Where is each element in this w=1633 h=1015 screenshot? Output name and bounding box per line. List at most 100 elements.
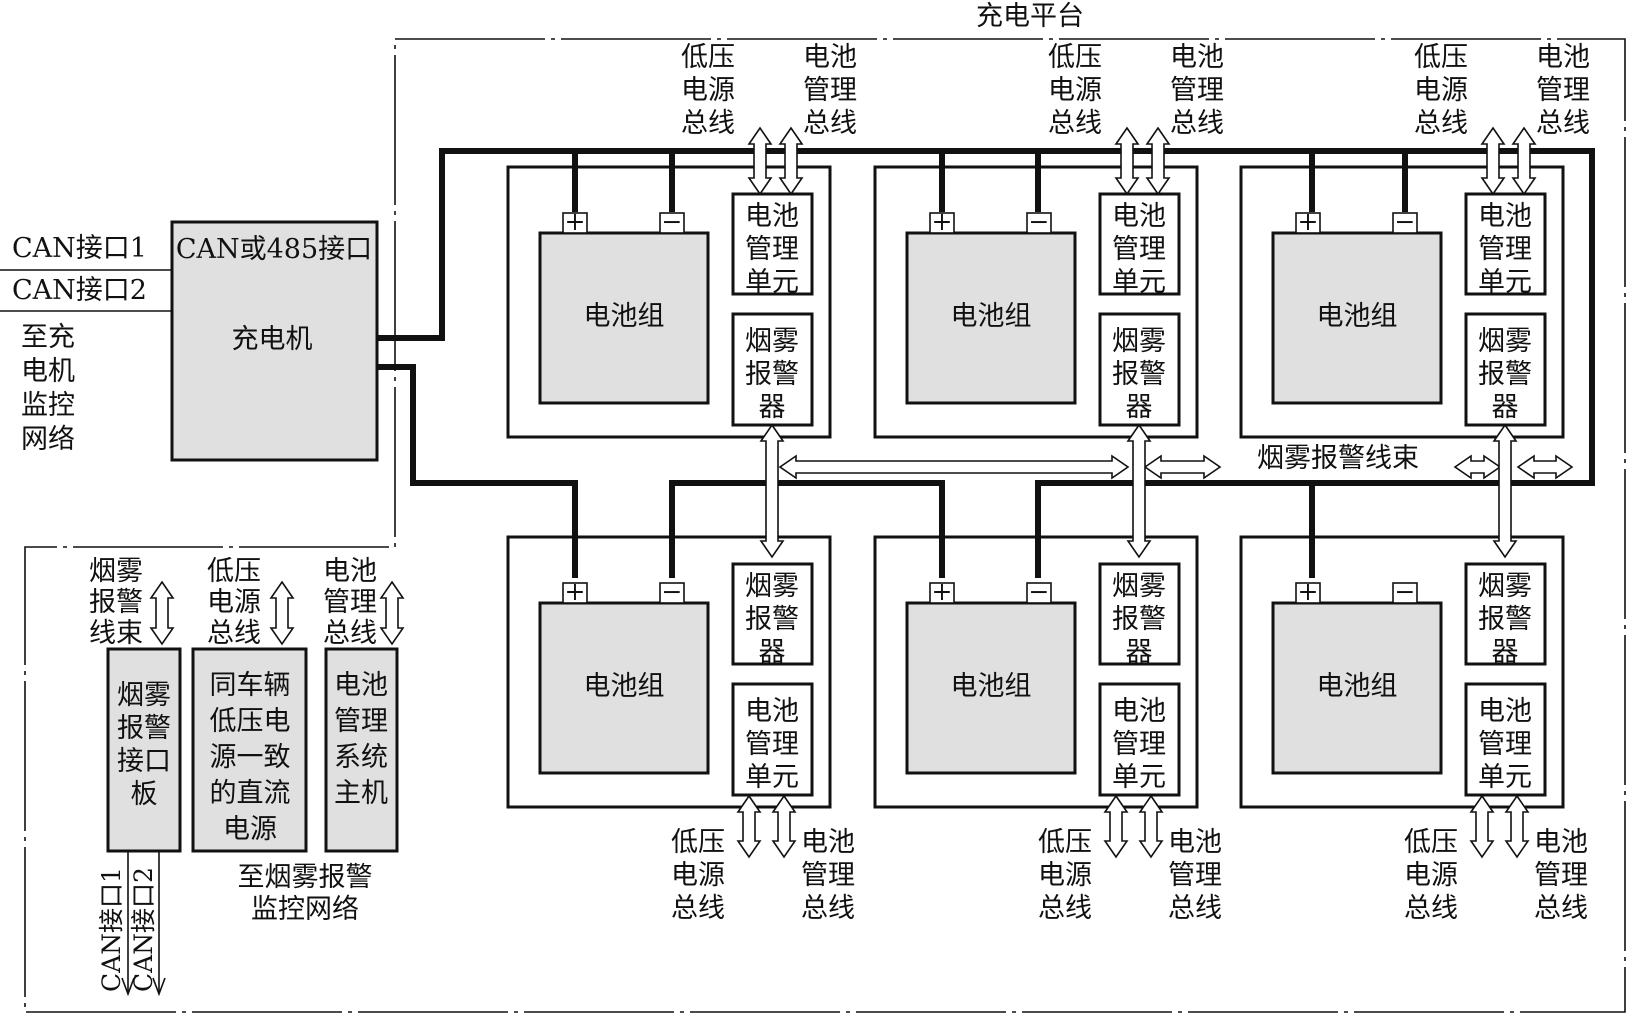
bl-harness-label: 烟雾报警线束 [89, 556, 143, 649]
top-bms-label-1-line: 电池 [803, 42, 857, 73]
top-bms-label-3-line: 管理 [1536, 75, 1590, 106]
smoke-board-label-line: 报警 [117, 713, 171, 744]
bms-unit-label-line: 单元 [1112, 267, 1166, 298]
bottom-lv-label-3-line: 总线 [1404, 893, 1458, 924]
bms-host-label-line: 主机 [334, 778, 388, 809]
bl-bms-label-line: 电池 [323, 556, 377, 587]
bms-unit-box [731, 192, 814, 296]
bms-unit-box [1464, 682, 1547, 797]
smoke-alarm-label-line: 报警 [745, 359, 799, 390]
bottom-return-wire [377, 364, 578, 578]
minus-symbol: − [1395, 207, 1416, 236]
dc-source-label-line: 同车辆 [210, 670, 291, 701]
battery-pack [905, 231, 1077, 405]
smoke-alarm-label-line: 烟雾 [1112, 326, 1166, 357]
bottom-lv-arrow-2 [1103, 794, 1129, 859]
top-lv-label-1-line: 低压 [681, 42, 735, 73]
bl-lv-arrow [269, 580, 295, 646]
positive-terminal [1295, 582, 1321, 604]
smoke-alarm-label-line: 烟雾 [745, 571, 799, 602]
top-lv-label-2-line: 总线 [1048, 108, 1102, 139]
can1-label: CAN接口1 [12, 233, 147, 264]
module-frame [506, 535, 832, 809]
smoke-alarm-label-line: 器 [1126, 637, 1153, 668]
smoke-alarm-label-line: 器 [1492, 392, 1519, 423]
bottom-lv-label-1-line: 低压 [671, 827, 725, 858]
svg-text:网络: 网络 [21, 424, 75, 455]
smoke-board-label-line: 烟雾 [117, 680, 171, 711]
top-bms-arrow-2 [1145, 126, 1171, 196]
can-out-2-label: CAN接口2 [129, 867, 158, 992]
bottom-lv-label-2-line: 电源 [1038, 860, 1092, 891]
charger-name: 充电机 [232, 324, 313, 355]
bms-unit-box [1098, 192, 1181, 296]
bms-unit-label-line: 单元 [1112, 762, 1166, 793]
charger-interface-label: CAN或485接口 [176, 234, 372, 265]
bottom-lv-label-3-line: 低压 [1404, 827, 1458, 858]
minus-symbol: − [1395, 577, 1416, 606]
bottom-lv-arrow-3 [1469, 794, 1495, 859]
smoke-vertical-arrow-1 [759, 423, 785, 559]
dc-source-label-line: 的直流 [210, 778, 291, 809]
top-bms-label-1-line: 总线 [803, 108, 857, 139]
platform-boundary [24, 38, 1626, 1013]
bl-harness-label-line: 线束 [89, 618, 143, 649]
bms-unit-label-line: 电池 [1112, 201, 1166, 232]
bms-unit-label-line: 管理 [1478, 234, 1532, 265]
bottom-bms-label-2-line: 总线 [1168, 893, 1222, 924]
bottom-bms-label-2-line: 管理 [1168, 860, 1222, 891]
bms-host-label-line: 系统 [334, 742, 388, 773]
bottom-wire-2 [1035, 480, 1312, 578]
bottom-bms-arrow-1 [771, 794, 797, 859]
top-bms-label-3-line: 总线 [1536, 108, 1590, 139]
bottom-bms-label-1-line: 总线 [801, 893, 855, 924]
smoke-harness-label: 烟雾报警线束 [1257, 443, 1419, 474]
top-lv-label-3-line: 电源 [1414, 75, 1468, 106]
dc-power-source [191, 647, 308, 853]
bms-host-label-line: 管理 [334, 706, 388, 737]
positive-terminal [1295, 212, 1321, 234]
bms-unit-label-line: 电池 [1478, 696, 1532, 727]
top-bms-label-1-line: 管理 [803, 75, 857, 106]
battery-pack [538, 601, 710, 775]
battery-pack-label: 电池组 [1317, 671, 1398, 702]
bms-unit-label-line: 管理 [745, 729, 799, 760]
battery-pack [1271, 231, 1443, 405]
top-bms-arrow-3 [1511, 126, 1537, 196]
bl-bms-label-line: 管理 [323, 587, 377, 618]
minus-symbol: − [1029, 207, 1050, 236]
smoke-harness [778, 454, 1574, 480]
bms-unit-box [1098, 682, 1181, 797]
platform-title: 充电平台 [976, 1, 1084, 32]
smoke-alarm-label-line: 报警 [745, 604, 799, 635]
module-frame [873, 535, 1199, 809]
bottom-lv-label-1-line: 电源 [671, 860, 725, 891]
positive-terminal [562, 212, 588, 234]
can2-label: CAN接口2 [12, 275, 147, 306]
bms-unit-label-line: 单元 [745, 762, 799, 793]
battery-pack-label: 电池组 [1317, 301, 1398, 332]
top-bms-label-3-line: 电池 [1536, 42, 1590, 73]
bms-unit-label-line: 电池 [1478, 201, 1532, 232]
top-lv-label-2-line: 低压 [1048, 42, 1102, 73]
smoke-alarm-label-line: 器 [759, 637, 786, 668]
smoke-alarm-box [1464, 562, 1547, 666]
